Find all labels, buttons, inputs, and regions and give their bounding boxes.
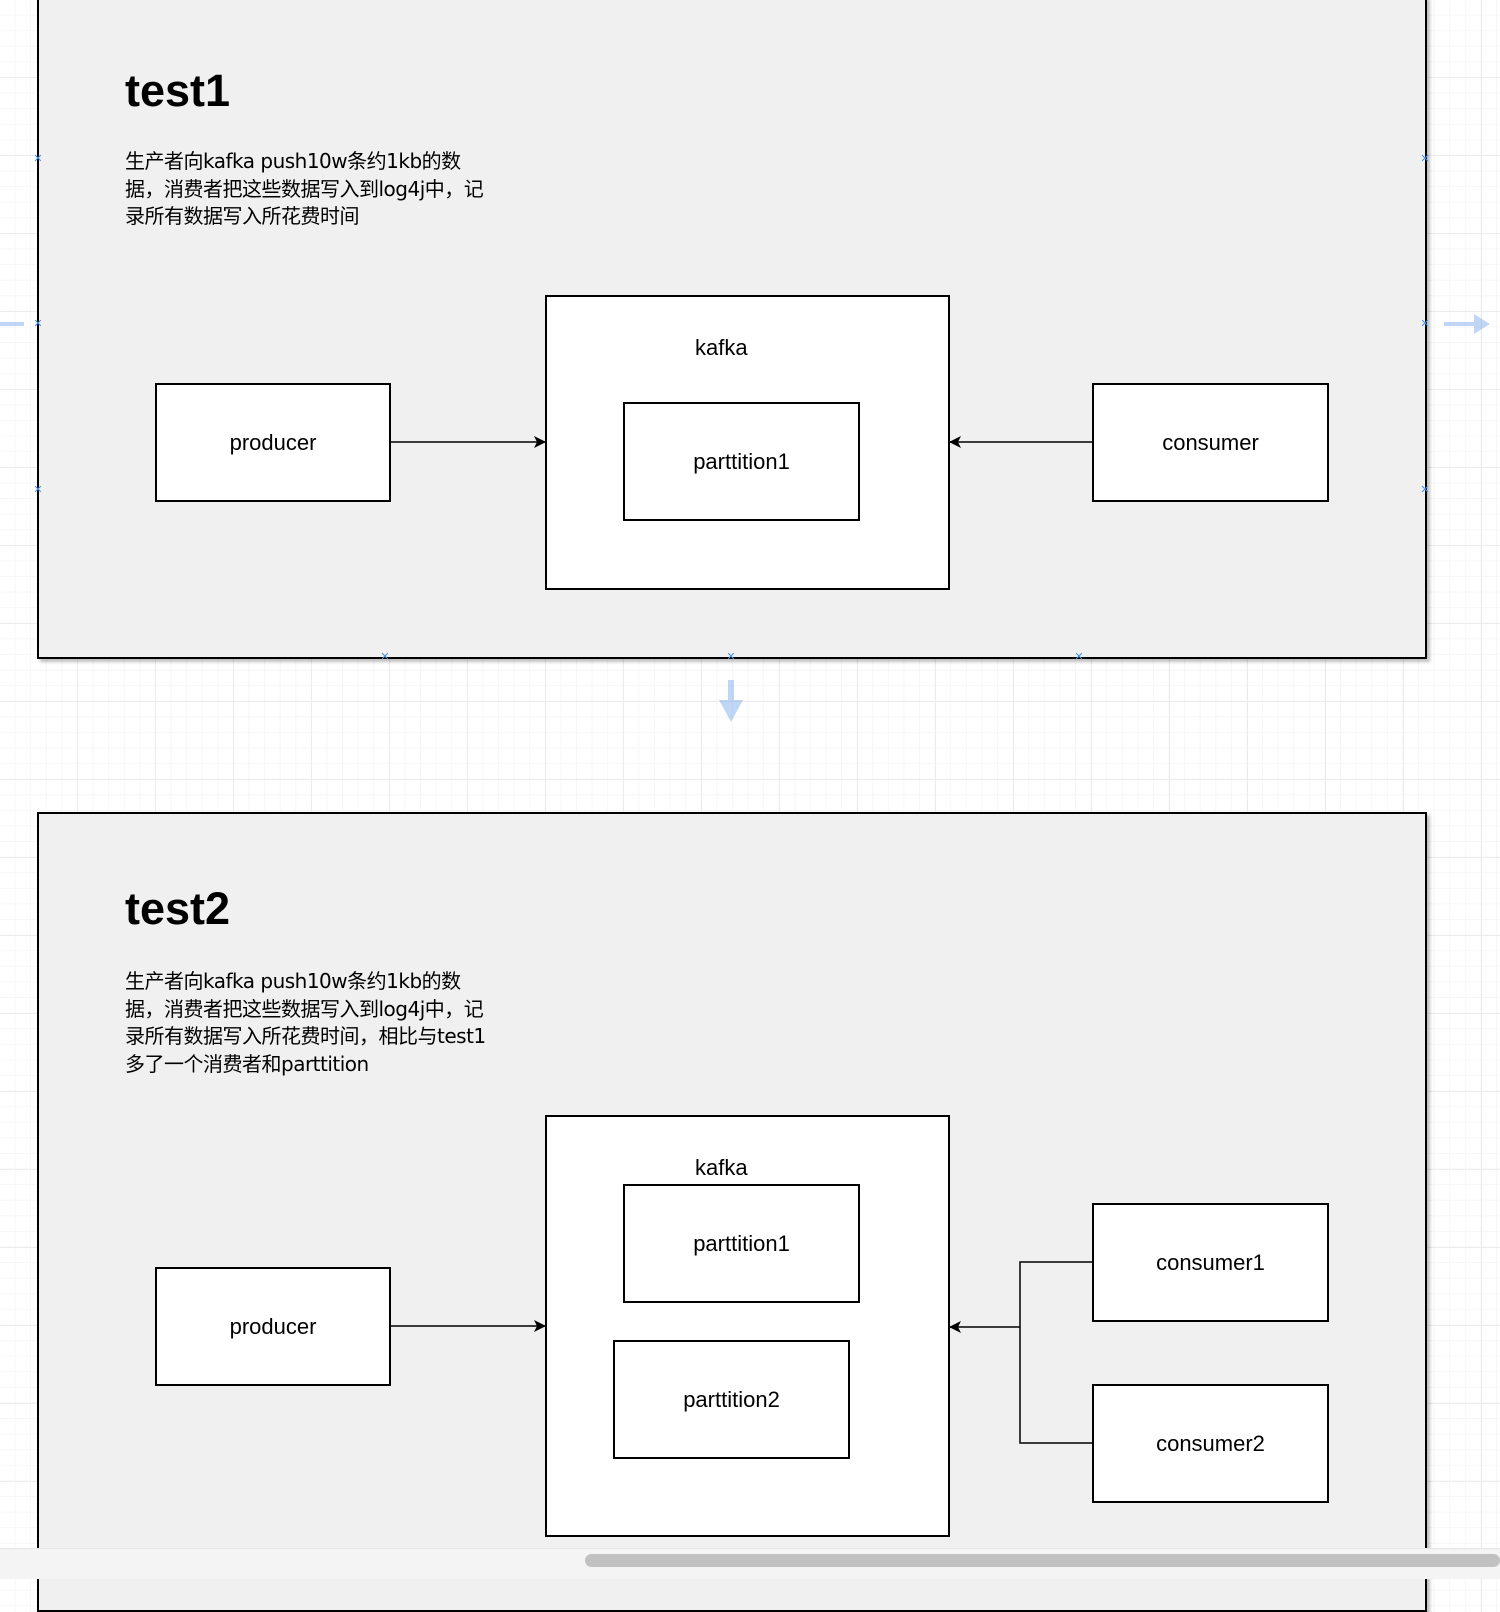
test1-description: 生产者向kafka push10w条约1kb的数据，消费者把这些数据写入到log…	[125, 149, 484, 228]
selection-handle[interactable]: ✕	[726, 650, 736, 663]
test2-partition2-label: parttition2	[683, 1386, 780, 1412]
selection-handle[interactable]: ✕	[1420, 483, 1430, 496]
horizontal-scrollbar-thumb[interactable]	[585, 1554, 1500, 1567]
test2-consumer1-label: consumer1	[1156, 1249, 1265, 1275]
hover-arrow-down[interactable]	[719, 680, 743, 722]
test1-kafka-label: kafka	[695, 335, 748, 360]
selection-handle[interactable]: ✕	[1074, 650, 1084, 663]
test2-kafka-box[interactable]: kafka	[545, 1115, 950, 1537]
test1-title: test1	[125, 65, 231, 116]
test2-consumer1-box[interactable]: consumer1	[1092, 1203, 1329, 1322]
selection-handle[interactable]: ✕	[1420, 317, 1430, 330]
test2-producer-label: producer	[229, 1313, 317, 1339]
test2-title: test2	[125, 883, 231, 934]
test1-producer-box[interactable]: producer	[155, 383, 391, 502]
test1-partition1-box[interactable]: parttition1	[623, 402, 860, 521]
selection-handle[interactable]: ✕	[33, 483, 43, 496]
test2-partition1-box[interactable]: parttition1	[623, 1184, 860, 1303]
selection-handle[interactable]: ✕	[1420, 152, 1430, 165]
hover-arrow-right[interactable]	[1444, 314, 1490, 334]
test2-consumer2-box[interactable]: consumer2	[1092, 1384, 1329, 1503]
test2-partition2-box[interactable]: parttition2	[613, 1340, 850, 1459]
selection-handle[interactable]: ✕	[33, 152, 43, 165]
test2-consumer2-label: consumer2	[1156, 1430, 1265, 1456]
test2-kafka-label: kafka	[695, 1155, 748, 1180]
test1-partition1-label: parttition1	[693, 448, 790, 474]
test2-description: 生产者向kafka push10w条约1kb的数据，消费者把这些数据写入到log…	[125, 969, 486, 1076]
selection-handle[interactable]: ✕	[380, 650, 390, 663]
selection-handle[interactable]: ✕	[33, 317, 43, 330]
test1-producer-label: producer	[229, 429, 317, 455]
test1-consumer-box[interactable]: consumer	[1092, 383, 1329, 502]
test2-producer-box[interactable]: producer	[155, 1267, 391, 1386]
test1-consumer-label: consumer	[1162, 429, 1259, 455]
test2-partition1-label: parttition1	[693, 1230, 790, 1256]
